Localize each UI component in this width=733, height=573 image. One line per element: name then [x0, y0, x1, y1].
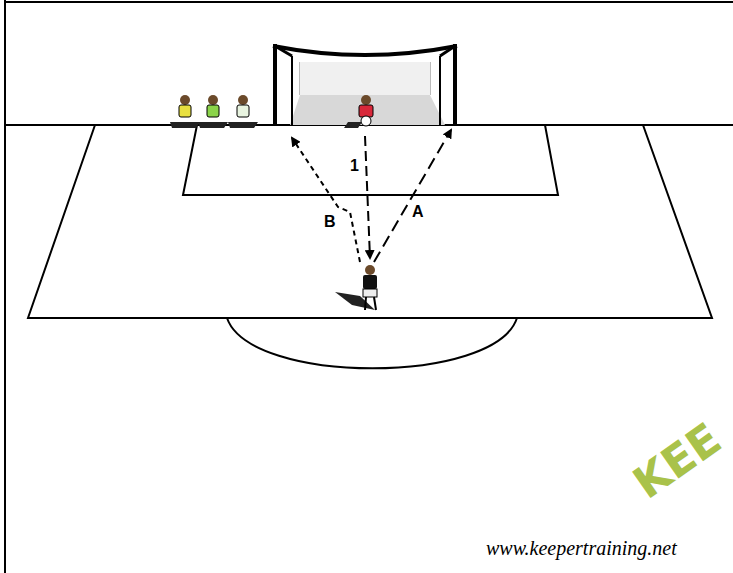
callout-number: 1: [350, 158, 359, 174]
website-credit: www.keepertraining.net: [486, 538, 677, 558]
callout-letter: B: [324, 214, 336, 230]
watermark: KEE: [626, 416, 728, 506]
callout-letter: A: [412, 204, 424, 220]
